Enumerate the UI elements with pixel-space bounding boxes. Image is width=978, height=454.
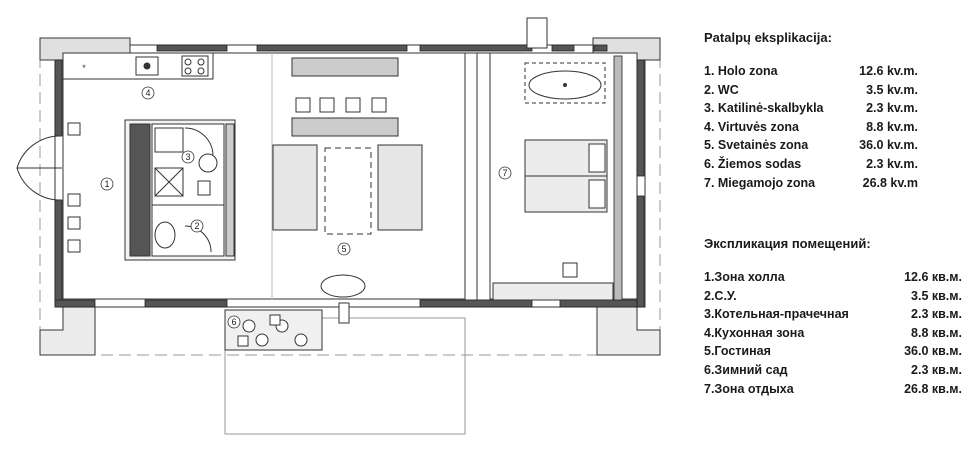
legend-row: 7.Зона отдыха 26.8 кв.м.: [704, 380, 962, 399]
legend-lithuanian: Patalpų eksplikacija: 1. Holo zona 12.6 k…: [704, 30, 918, 192]
room-area: 26.8 kv.m: [862, 175, 918, 190]
dining-set: [291, 57, 399, 137]
room-area: 2.3 kv.m.: [866, 156, 918, 171]
legend-row: 5. Svetainės zona 36.0 kv.m.: [704, 136, 918, 155]
room-area: 8.8 kv.m.: [866, 119, 918, 134]
svg-text:*: *: [82, 63, 86, 73]
room-area: 12.6 kv.m.: [859, 64, 918, 78]
room-area: 2.3 кв.м.: [911, 307, 962, 322]
kitchen-counter: *: [62, 52, 214, 80]
room-name: 5.Гостиная: [704, 344, 771, 359]
legend-title-lt: Patalpų eksplikacija:: [704, 30, 832, 45]
wall-segments: [54, 44, 645, 308]
legend-title-ru: Экспликация помещений:: [704, 236, 871, 251]
room-area: 2.3 кв.м.: [911, 362, 962, 377]
hall-boxes: [67, 122, 81, 253]
legend-russian: Экспликация помещений: 1.Зона холла 12.6 …: [704, 236, 962, 398]
room-number-7: 7: [502, 168, 507, 178]
vent-block: [526, 17, 548, 49]
room-name: 1.Зона холла: [704, 270, 785, 284]
entrance-door: [16, 135, 63, 201]
room-name: 1. Holo zona: [704, 64, 778, 78]
room-name: 7. Miegamojo zona: [704, 175, 816, 190]
room-number-3: 3: [185, 152, 190, 162]
room-area: 8.8 кв.м.: [911, 325, 962, 340]
bed: [524, 139, 608, 213]
legend-row: 5.Гостиная 36.0 кв.м.: [704, 342, 962, 361]
room-number-4: 4: [145, 88, 150, 98]
legend-row: 2.С.У. 3.5 кв.м.: [704, 287, 962, 306]
room-name: 4. Virtuvės zona: [704, 119, 799, 134]
room-area: 36.0 кв.м.: [904, 344, 962, 359]
room-name: 6. Žiemos sodas: [704, 156, 802, 171]
legend-row: 2. WC 3.5 kv.m.: [704, 81, 918, 100]
room-name: 7.Зона отдыха: [704, 381, 794, 396]
legend-row: 3. Katilinė-skalbykla 2.3 kv.m.: [704, 99, 918, 118]
room-name: 2.С.У.: [704, 288, 737, 303]
room-number-2: 2: [194, 221, 199, 231]
legend-row: 1. Holo zona 12.6 kv.m.: [704, 62, 918, 81]
room-name: 5. Svetainės zona: [704, 138, 809, 153]
legend-row: 6. Žiemos sodas 2.3 kv.m.: [704, 155, 918, 174]
legend-row: 7. Miegamojo zona 26.8 kv.m: [704, 174, 918, 193]
winter-garden: [224, 309, 323, 351]
room-name: 3. Katilinė-skalbykla: [704, 101, 824, 116]
room-area: 3.5 kv.m.: [866, 82, 918, 97]
wc-block: [124, 119, 236, 261]
room-name: 3.Котельная-прачечная: [704, 307, 849, 322]
room-markers: [100, 86, 512, 329]
legend-row: 3.Котельная-прачечная 2.3 кв.м.: [704, 305, 962, 324]
room-number-6: 6: [231, 317, 236, 327]
legend-row: 4.Кухонная зона 8.8 кв.м.: [704, 324, 962, 343]
living-furniture: [272, 144, 423, 324]
room-number-1: 1: [104, 179, 109, 189]
legend-row: 6.Зимний сад 2.3 кв.м.: [704, 361, 962, 380]
room-area: 26.8 кв.м.: [904, 381, 962, 396]
room-area: 12.6 кв.м.: [904, 270, 962, 284]
room-number-5: 5: [341, 244, 346, 254]
room-area: 3.5 кв.м.: [911, 288, 962, 303]
room-name: 2. WC: [704, 82, 739, 97]
bedroom-storage: [492, 262, 614, 301]
room-name: 4.Кухонная зона: [704, 325, 805, 340]
legend-row: 4. Virtuvės zona 8.8 kv.m.: [704, 118, 918, 137]
room-area: 2.3 kv.m.: [866, 101, 918, 116]
room-name: 6.Зимний сад: [704, 362, 788, 377]
bedroom-partition: [464, 52, 491, 301]
room-area: 36.0 kv.m.: [859, 138, 918, 153]
floor-plan: *: [16, 17, 661, 435]
legend-row: 1.Зона холла 12.6 кв.м.: [704, 268, 962, 287]
bathtub: [524, 62, 606, 104]
